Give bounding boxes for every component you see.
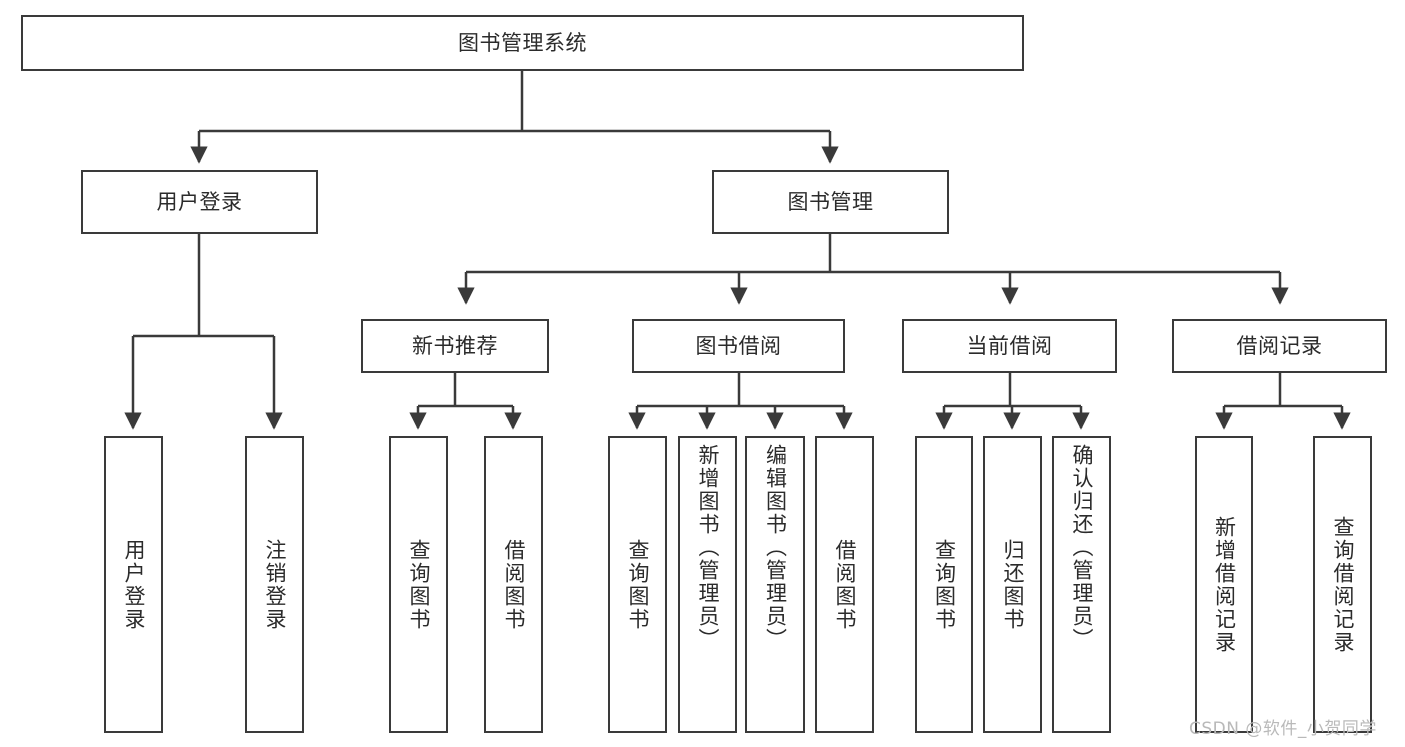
node-label: 查询图书 [626, 538, 650, 631]
leaf-borrow-book[interactable]: 借阅图书 [815, 436, 874, 733]
node-book-management[interactable]: 图书管理 [712, 170, 949, 234]
watermark: CSDN @软件_小贺同学 [1189, 719, 1377, 739]
leaf-borrow-book-recommend[interactable]: 借阅图书 [484, 436, 543, 733]
node-label: 用户登录 [156, 189, 243, 214]
node-book-borrow[interactable]: 图书借阅 [632, 319, 845, 373]
leaf-query-book-borrow[interactable]: 查询图书 [608, 436, 667, 733]
leaf-add-borrow-record[interactable]: 新增借阅记录 [1195, 436, 1253, 733]
node-label: 注销登录 [263, 538, 287, 631]
leaf-logout[interactable]: 注销登录 [245, 436, 304, 733]
node-label: 用户登录 [122, 538, 146, 631]
node-label: 图书管理系统 [458, 30, 587, 55]
node-label: 图书管理 [787, 189, 874, 214]
node-label: 确认归还（管理员） [1070, 444, 1094, 651]
node-label: 查询借阅记录 [1331, 515, 1355, 654]
node-label: 借阅图书 [833, 538, 857, 631]
node-label: 图书借阅 [695, 333, 782, 358]
node-user-login[interactable]: 用户登录 [81, 170, 318, 234]
node-label: 借阅记录 [1236, 333, 1323, 358]
node-label: 查询图书 [407, 538, 431, 631]
leaf-add-book-admin[interactable]: 新增图书（管理员） [678, 436, 737, 733]
node-label: 新增借阅记录 [1212, 515, 1237, 654]
leaf-confirm-return-admin[interactable]: 确认归还（管理员） [1052, 436, 1111, 733]
leaf-query-borrow-record[interactable]: 查询借阅记录 [1313, 436, 1372, 733]
leaf-return-book[interactable]: 归还图书 [983, 436, 1042, 733]
leaf-query-book-recommend[interactable]: 查询图书 [389, 436, 448, 733]
node-label: 编辑图书（管理员） [763, 444, 788, 651]
node-root-system[interactable]: 图书管理系统 [21, 15, 1024, 71]
node-label: 借阅图书 [502, 538, 526, 631]
node-current-borrow[interactable]: 当前借阅 [902, 319, 1117, 373]
node-label: 归还图书 [1001, 538, 1025, 631]
leaf-user-login[interactable]: 用户登录 [104, 436, 163, 733]
node-label: 当前借阅 [966, 333, 1053, 358]
node-label: 新增图书（管理员） [696, 444, 720, 651]
node-new-book-recommend[interactable]: 新书推荐 [361, 319, 549, 373]
node-label: 新书推荐 [412, 333, 498, 358]
leaf-query-book-current[interactable]: 查询图书 [915, 436, 973, 733]
node-borrow-record[interactable]: 借阅记录 [1172, 319, 1387, 373]
node-label: 查询图书 [932, 538, 957, 631]
leaf-edit-book-admin[interactable]: 编辑图书（管理员） [745, 436, 805, 733]
